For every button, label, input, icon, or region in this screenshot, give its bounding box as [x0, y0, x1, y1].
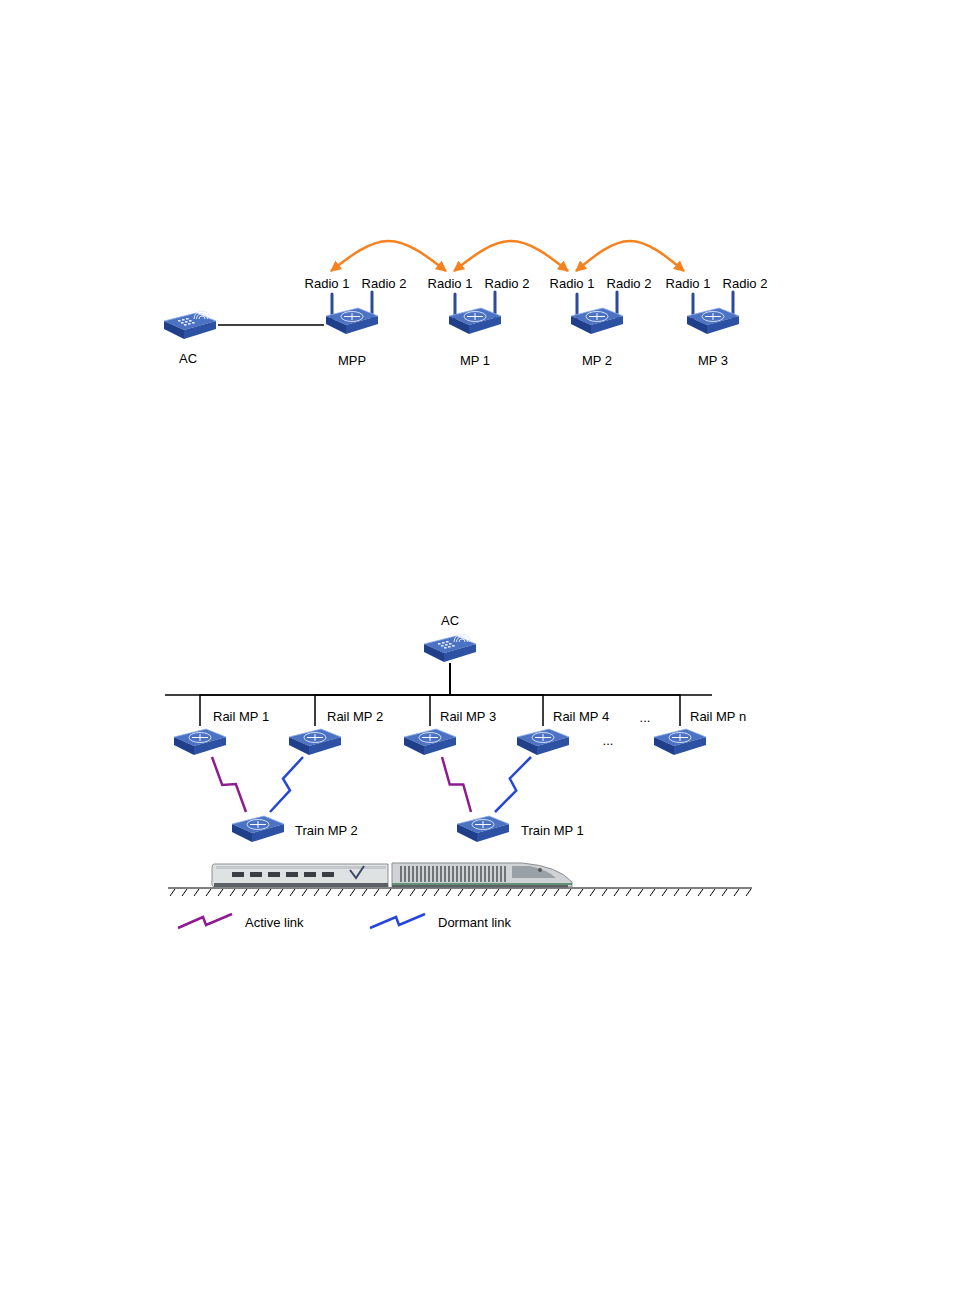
device-icon — [172, 726, 228, 756]
radio-label: Radio 1 — [305, 277, 350, 290]
device-icon — [455, 813, 511, 843]
radio-label: Radio 1 — [428, 277, 473, 290]
legend-sample — [370, 914, 425, 928]
radio-label: Radio 2 — [362, 277, 407, 290]
access-point: Rail MP 4 — [515, 726, 571, 756]
legend-text: Dormant link — [438, 916, 511, 929]
access-point: Rail MP 2 — [287, 726, 343, 756]
wireless-link — [442, 757, 471, 812]
wireless-link — [270, 757, 303, 812]
access-point: Train MP 2 — [230, 813, 286, 843]
device-icon — [569, 305, 625, 335]
wireless-link — [212, 757, 246, 812]
train-illustration — [212, 863, 572, 888]
access-point: Radio 1Radio 2MP 1 — [447, 305, 503, 335]
wired-link — [200, 663, 450, 726]
device-label: MP 3 — [698, 354, 728, 367]
access-point: Radio 1Radio 2MP 2 — [569, 305, 625, 335]
radio-label: Radio 2 — [607, 277, 652, 290]
device-label: Rail MP 3 — [440, 710, 496, 723]
device-icon — [515, 726, 571, 756]
radio-label: Radio 2 — [723, 277, 768, 290]
device-label: Rail MP 2 — [327, 710, 383, 723]
device-label: Rail MP n — [690, 710, 746, 723]
device-label: Rail MP 4 — [553, 710, 609, 723]
mesh-link — [454, 241, 568, 271]
mesh-link — [576, 241, 684, 271]
device-icon — [652, 726, 708, 756]
device-label: MP 2 — [582, 354, 612, 367]
device-label: Train MP 2 — [295, 824, 358, 837]
access-point: Rail MP 3 — [402, 726, 458, 756]
legend-text: Active link — [245, 916, 304, 929]
device-icon — [162, 310, 218, 340]
device-label: MPP — [338, 354, 366, 367]
device-icon — [447, 305, 503, 335]
legend-sample — [178, 914, 232, 928]
device-label: AC — [441, 614, 459, 627]
access-controller: AC — [422, 633, 478, 663]
access-point: Radio 1Radio 2MP 3 — [685, 305, 741, 335]
device-icon — [230, 813, 286, 843]
wired-link — [315, 663, 450, 726]
access-point: Train MP 1 — [455, 813, 511, 843]
device-label: Rail MP 1 — [213, 710, 269, 723]
track-ties — [168, 888, 752, 896]
device-icon — [685, 305, 741, 335]
device-icon — [422, 633, 478, 663]
device-icon — [287, 726, 343, 756]
device-icon — [402, 726, 458, 756]
wired-link — [218, 324, 324, 326]
ellipsis-label: ... — [640, 711, 651, 724]
device-label: AC — [179, 352, 197, 365]
device-label: MP 1 — [460, 354, 490, 367]
mesh-link — [331, 241, 446, 271]
device-icon — [324, 305, 380, 335]
radio-label: Radio 2 — [485, 277, 530, 290]
access-point: Radio 1Radio 2MPP — [324, 305, 380, 335]
access-point: Rail MP n — [652, 726, 708, 756]
wireless-link — [495, 757, 531, 812]
device-label: Train MP 1 — [521, 824, 584, 837]
access-point: Rail MP 1 — [172, 726, 228, 756]
radio-label: Radio 1 — [666, 277, 711, 290]
ellipsis-label: ... — [603, 734, 614, 747]
radio-label: Radio 1 — [550, 277, 595, 290]
access-controller: AC — [162, 310, 218, 340]
